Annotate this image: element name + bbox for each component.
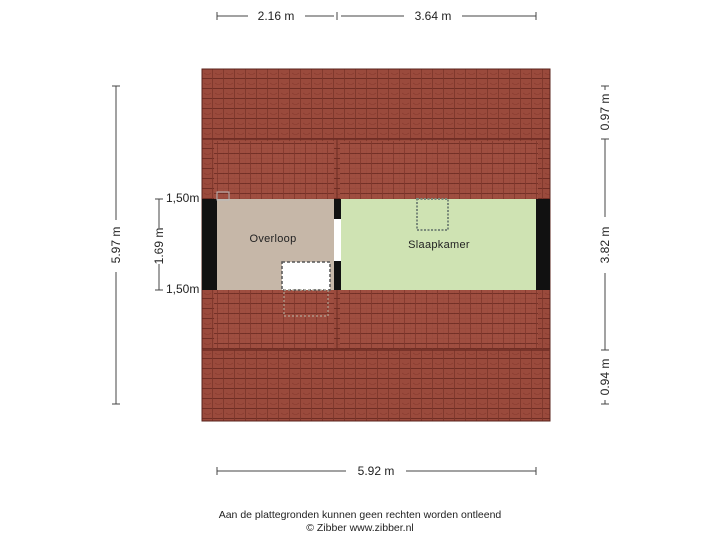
dimension-label-right-mid: 3.82 m xyxy=(598,227,612,264)
dimension-label-top-left: 2.16 m xyxy=(258,9,295,23)
slaapkamer-room xyxy=(341,199,536,290)
dimension-label-right-top: 0.97 m xyxy=(598,94,612,131)
dimension-left xyxy=(112,85,120,405)
wall-left xyxy=(202,199,217,290)
room-label-slaapkamer: Slaapkamer xyxy=(408,239,470,251)
dimension-label-inner-left: 1.69 m xyxy=(152,228,166,265)
dimension-top xyxy=(216,12,537,20)
dimension-right xyxy=(601,85,609,405)
door-opening xyxy=(334,219,341,261)
wall-right xyxy=(536,199,550,290)
dimension-label-right-bottom: 0.94 m xyxy=(598,359,612,396)
dimension-label-bottom: 5.92 m xyxy=(358,464,395,478)
height-label-bottom: 1,50m xyxy=(166,282,199,296)
footer-copyright: © Zibber www.zibber.nl xyxy=(306,522,414,534)
corner-marker xyxy=(216,191,230,201)
dimension-bottom xyxy=(216,467,537,475)
hatch-outline xyxy=(416,198,449,231)
footer-disclaimer: Aan de plattegronden kunnen geen rechten… xyxy=(218,509,502,521)
height-label-top: 1,50m xyxy=(166,191,199,205)
room-label-overloop: Overloop xyxy=(249,233,296,245)
stair-opening xyxy=(281,261,331,317)
dimension-label-top-right: 3.64 m xyxy=(415,9,452,23)
dimension-inner-left xyxy=(155,198,163,291)
dimension-label-left: 5.97 m xyxy=(109,227,123,264)
